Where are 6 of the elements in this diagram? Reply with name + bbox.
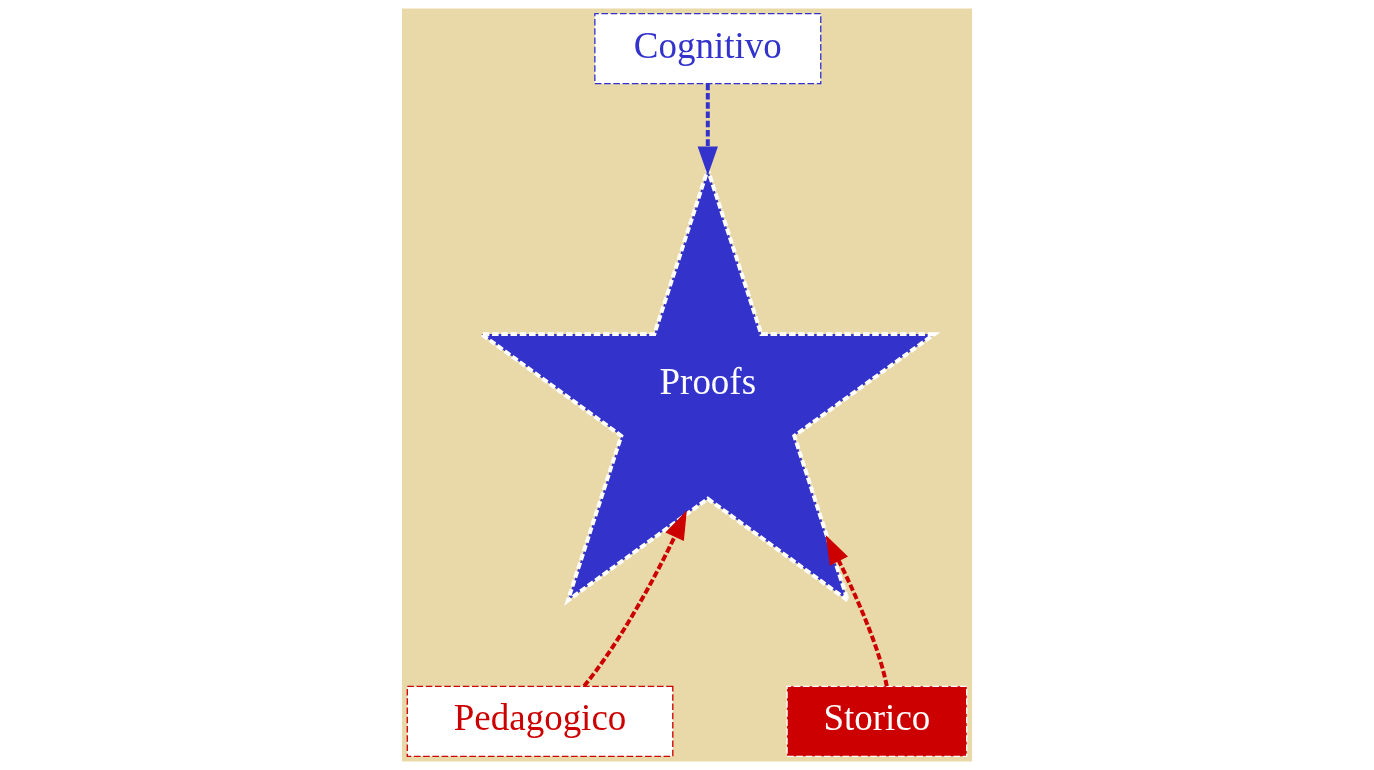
node-box: Pedagogico (406, 685, 674, 757)
node-box: Cognitivo (594, 13, 822, 85)
node-box: Storico (786, 685, 968, 757)
arrow (697, 83, 718, 176)
arrow (825, 535, 889, 687)
arrow (582, 510, 687, 688)
